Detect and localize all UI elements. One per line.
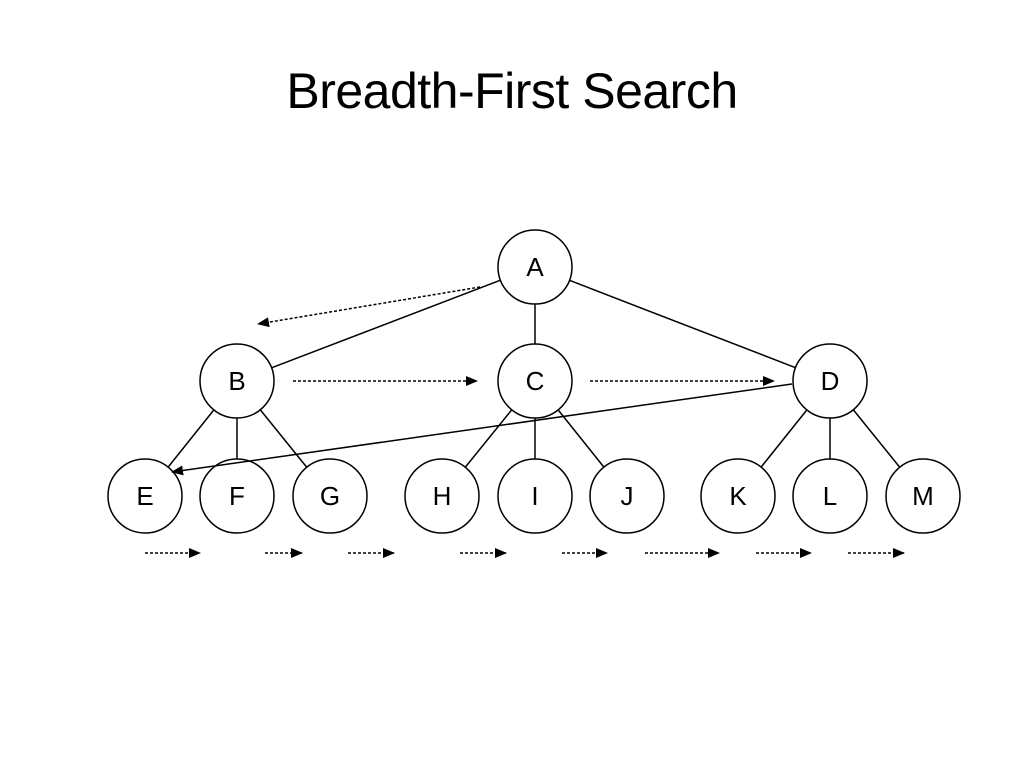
slide-title: Breadth-First Search xyxy=(286,63,738,119)
node-label: A xyxy=(526,252,544,282)
node-f: F xyxy=(199,458,275,534)
node-circle xyxy=(497,343,573,419)
edge-b-g xyxy=(259,409,308,468)
node-j: J xyxy=(589,458,665,534)
edge-a-b xyxy=(271,279,501,369)
edge-b-e xyxy=(167,409,215,468)
edge-d-m xyxy=(852,409,901,468)
node-m: M xyxy=(885,458,961,534)
node-label: J xyxy=(621,481,634,511)
node-circle xyxy=(107,458,183,534)
node-label: D xyxy=(821,366,840,396)
tree-edges xyxy=(167,279,901,468)
tree-nodes: A B C D E F G H I J K L M xyxy=(107,229,961,534)
node-l: L xyxy=(792,458,868,534)
node-circle xyxy=(885,458,961,534)
node-label: H xyxy=(433,481,452,511)
node-label: G xyxy=(320,481,340,511)
node-label: I xyxy=(531,481,538,511)
edge-c-h xyxy=(464,409,513,468)
traversal-arrows xyxy=(145,286,905,558)
node-label: E xyxy=(136,481,153,511)
node-g: G xyxy=(292,458,368,534)
node-circle xyxy=(199,343,275,419)
node-label: F xyxy=(229,481,245,511)
node-b: B xyxy=(199,343,275,419)
node-circle xyxy=(700,458,776,534)
node-a: A xyxy=(497,229,573,305)
node-i: I xyxy=(497,458,573,534)
node-e: E xyxy=(107,458,183,534)
node-h: H xyxy=(404,458,480,534)
node-k: K xyxy=(700,458,776,534)
node-circle xyxy=(497,458,573,534)
node-c: C xyxy=(497,343,573,419)
node-circle xyxy=(404,458,480,534)
node-circle xyxy=(497,229,573,305)
node-circle xyxy=(292,458,368,534)
node-circle xyxy=(792,458,868,534)
node-circle xyxy=(589,458,665,534)
node-circle xyxy=(792,343,868,419)
node-label: K xyxy=(729,481,747,511)
node-d: D xyxy=(792,343,868,419)
edge-d-k xyxy=(760,409,808,468)
edge-c-j xyxy=(557,409,605,468)
edge-a-d xyxy=(569,279,796,369)
node-label: L xyxy=(823,481,837,511)
node-label: B xyxy=(228,366,245,396)
node-label: M xyxy=(912,481,934,511)
traversal-arrow-d-e xyxy=(171,383,793,476)
node-label: C xyxy=(526,366,545,396)
node-circle xyxy=(199,458,275,534)
traversal-arrow-a-b xyxy=(257,286,481,328)
